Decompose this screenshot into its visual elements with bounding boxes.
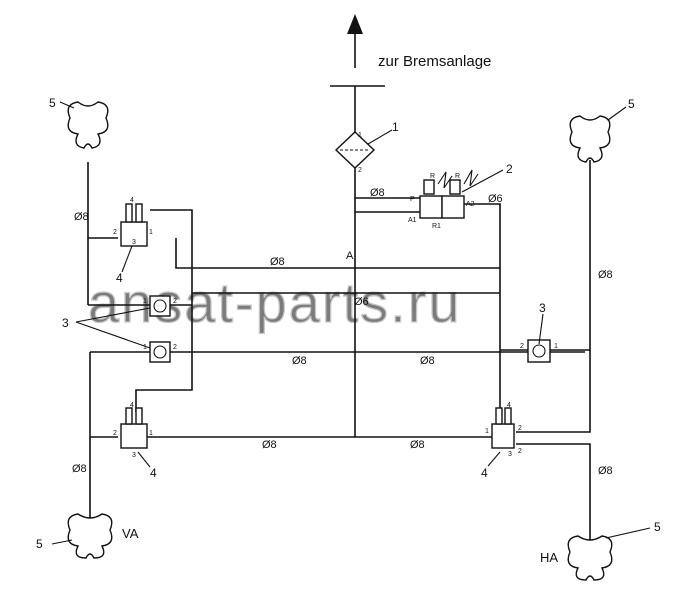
- lv1-port-3: 3: [132, 239, 136, 246]
- lv2-port-3: 3: [132, 452, 136, 459]
- check-valve-left-lower: 1 2: [143, 341, 177, 363]
- lv1-port-4: 4: [130, 197, 134, 204]
- lv2-port-1: 1: [149, 430, 153, 437]
- pipe-labels: Ø8 Ø6 Ø8 Ø8 A Ø6 Ø8 Ø8 Ø8 Ø8 Ø8 Ø8 Ø8: [72, 187, 613, 477]
- lv1-port-1: 1: [149, 229, 153, 236]
- level-valve-rear-left: 4 2 1 3: [113, 197, 153, 247]
- level-valve-rear-right: 4 1 2 2 3: [485, 402, 522, 458]
- pipe-label-upper-line: Ø8: [270, 256, 285, 268]
- cv3-port-1: 1: [554, 343, 558, 350]
- pipe-network: [87, 160, 591, 545]
- filter-port-1: 1: [358, 132, 362, 139]
- pipe-label-d6-line: Ø6: [354, 296, 369, 308]
- valve-port-A2: A2: [466, 201, 475, 208]
- filter: 1 2: [334, 131, 376, 174]
- callout-3-right: 3: [539, 301, 546, 315]
- lv1-port-2: 2: [113, 229, 117, 236]
- pipe-label-front-left: Ø8: [72, 463, 87, 475]
- lv3-port-2a: 2: [518, 425, 522, 432]
- pipe-label-lower-left: Ø8: [262, 439, 277, 451]
- valve-port-R-right: R: [455, 173, 460, 180]
- air-spring-front-left-lower: [67, 513, 113, 559]
- callout-4-upper-left: 4: [116, 271, 123, 285]
- air-spring-rear-right-upper: [569, 115, 611, 163]
- filter-port-2: 2: [358, 167, 362, 174]
- air-spring-rear-right-lower: [567, 535, 613, 581]
- cv2-port-2: 2: [173, 344, 177, 351]
- pipe-label-valve-right: Ø6: [488, 193, 503, 205]
- lv3-port-4: 4: [507, 402, 511, 409]
- lv3-port-2b: 2: [518, 448, 522, 455]
- callouts: 1 2 5 5 5 5 4 4 4 3 3: [36, 96, 661, 551]
- pipe-label-rear-right: Ø8: [598, 465, 613, 477]
- callout-5-top-left: 5: [49, 96, 56, 110]
- watermark: ansat-parts.ru: [88, 271, 462, 334]
- callout-4-lower-left: 4: [150, 466, 157, 480]
- callout-1: 1: [392, 120, 399, 134]
- control-valve: R R P A1 A2 R1: [408, 169, 479, 230]
- air-spring-front-left-upper: [67, 101, 109, 149]
- level-valve-front-left: 4 2 1 3: [113, 402, 153, 459]
- pipe-label-middle-right: Ø8: [420, 355, 435, 367]
- cv1-port-1: 1: [143, 298, 147, 305]
- brake-supply-arrow: [347, 14, 363, 68]
- callout-5-top-right: 5: [628, 97, 635, 111]
- valve-port-R1: R1: [432, 223, 441, 230]
- pipe-label-right-upper: Ø8: [598, 269, 613, 281]
- pipe-label-filter-valve: Ø8: [370, 187, 385, 199]
- callout-3-left: 3: [62, 316, 69, 330]
- lv2-port-2: 2: [113, 430, 117, 437]
- cv3-port-2: 2: [520, 343, 524, 350]
- pipe-label-middle-left: Ø8: [292, 355, 307, 367]
- axle-label-rear: HA: [540, 550, 558, 565]
- page-title: zur Bremsanlage: [378, 53, 491, 70]
- callout-4-right: 4: [481, 466, 488, 480]
- tap-label-A: A: [346, 250, 354, 262]
- lv2-port-4: 4: [130, 402, 134, 409]
- lv3-port-1: 1: [485, 428, 489, 435]
- callout-2: 2: [506, 162, 513, 176]
- pipe-label-upper-left: Ø8: [74, 211, 89, 223]
- lv3-port-3: 3: [508, 451, 512, 458]
- cv2-port-1: 1: [143, 344, 147, 351]
- cv1-port-2: 2: [173, 298, 177, 305]
- valve-port-A1: A1: [408, 217, 417, 224]
- pipe-label-lower-right: Ø8: [410, 439, 425, 451]
- callout-5-bottom-right: 5: [654, 520, 661, 534]
- check-valve-left-upper: 1 2: [143, 295, 177, 317]
- valve-port-P: P: [410, 196, 415, 203]
- valve-port-R-left: R: [430, 173, 435, 180]
- axle-label-front: VA: [122, 526, 139, 541]
- callout-5-bottom-left: 5: [36, 537, 43, 551]
